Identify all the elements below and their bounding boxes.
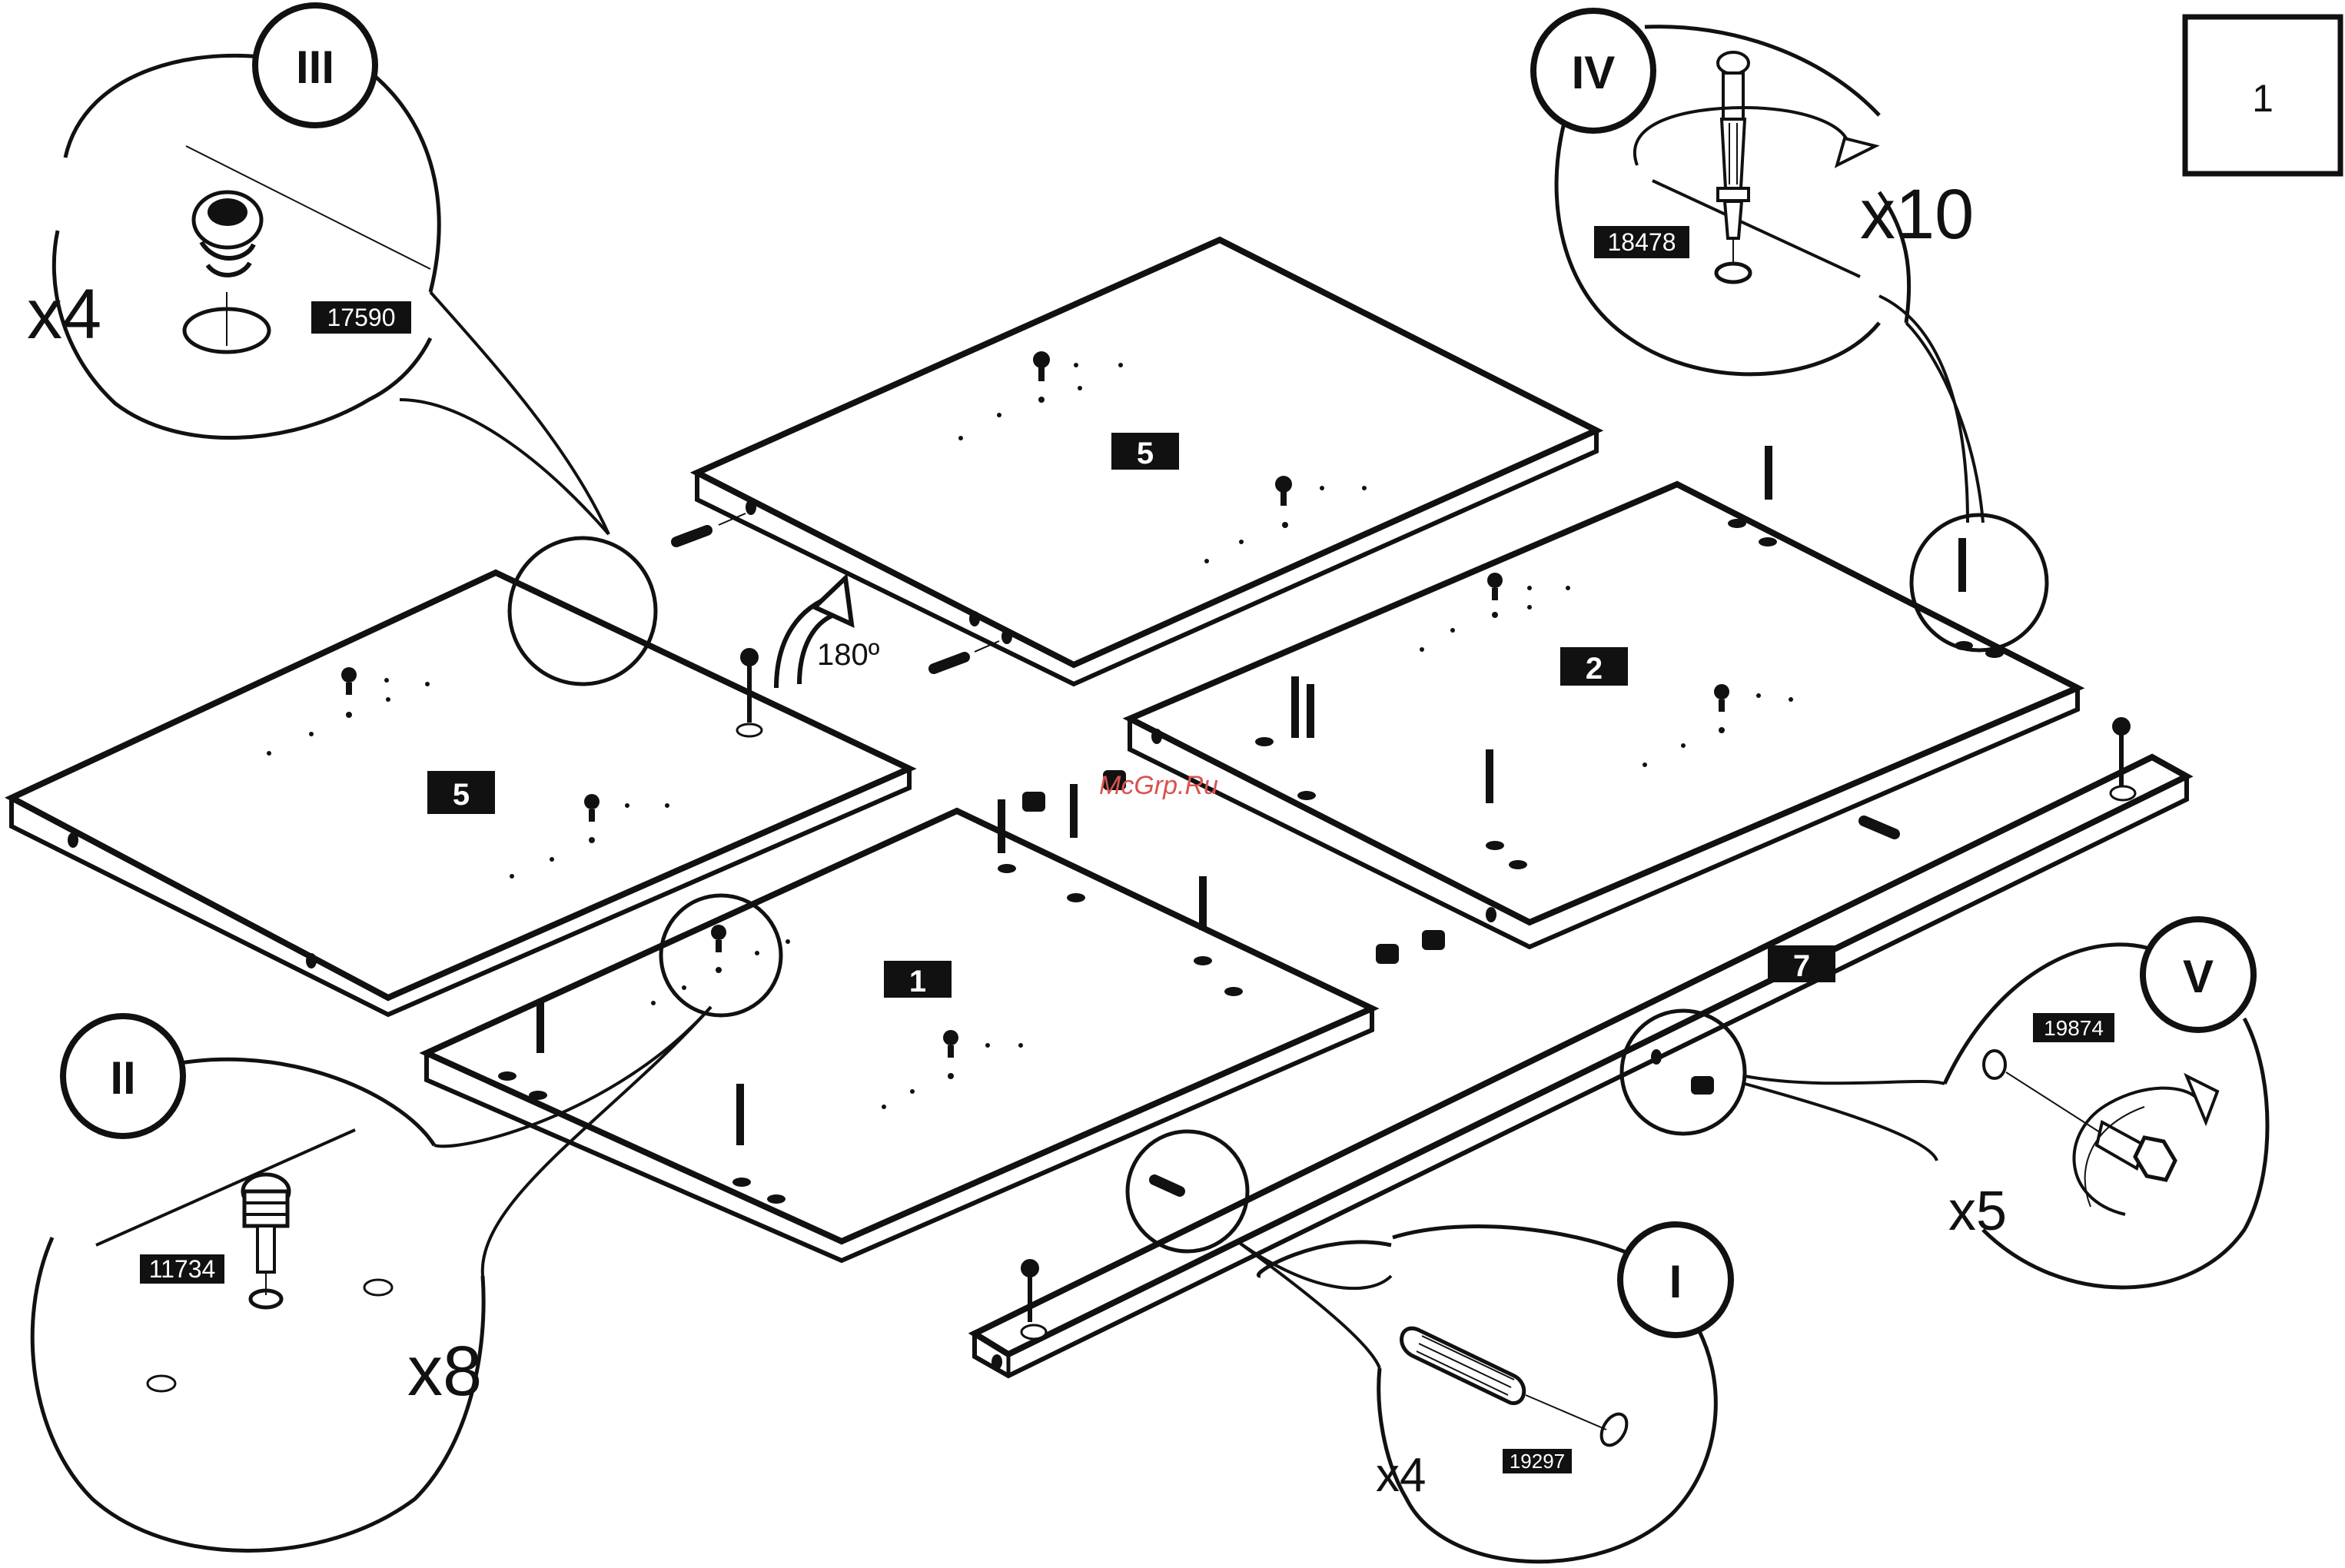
wooden-dowel-icon bbox=[1402, 1328, 1633, 1450]
part-qty: x5 bbox=[1948, 1181, 2007, 1242]
callout-numeral: V bbox=[2183, 951, 2214, 1002]
hex-bolt-icon bbox=[1984, 1051, 2217, 1214]
part-qty: x10 bbox=[1860, 175, 1974, 254]
page-number: 1 bbox=[2252, 77, 2274, 120]
part-code: 17590 bbox=[327, 304, 396, 331]
rotation-label: 180º bbox=[817, 638, 880, 672]
panel-label: 7 bbox=[1793, 949, 1810, 983]
callout-numeral: I bbox=[1669, 1256, 1682, 1307]
callout-III: III 17590 x4 bbox=[27, 5, 656, 684]
watermark: McGrp.Ru bbox=[1099, 771, 1218, 800]
part-qty: x4 bbox=[1376, 1449, 1426, 1502]
detail-circle bbox=[1622, 1011, 1745, 1134]
panel-label: 5 bbox=[1137, 437, 1154, 470]
rotation-arrow: 180º bbox=[776, 578, 880, 688]
callout-numeral: IV bbox=[1572, 47, 1616, 98]
part-code: 18478 bbox=[1608, 228, 1676, 256]
part-qty: x8 bbox=[407, 1332, 482, 1410]
cam-lock-icon bbox=[184, 192, 269, 352]
panel-label: 1 bbox=[909, 965, 926, 998]
callout-numeral: III bbox=[296, 42, 334, 93]
detail-circle bbox=[1912, 515, 2047, 650]
callout-I: I 19297 x4 bbox=[1128, 1131, 1731, 1562]
panel-label: 5 bbox=[453, 778, 470, 812]
part-code: 19874 bbox=[2044, 1016, 2104, 1040]
part-qty: x4 bbox=[27, 275, 101, 354]
part-code: 11734 bbox=[149, 1255, 216, 1283]
panel-label: 2 bbox=[1586, 652, 1603, 686]
cam-pin-icon bbox=[243, 1174, 289, 1307]
part-code: 19297 bbox=[1510, 1450, 1565, 1473]
callout-numeral: II bbox=[110, 1052, 135, 1104]
